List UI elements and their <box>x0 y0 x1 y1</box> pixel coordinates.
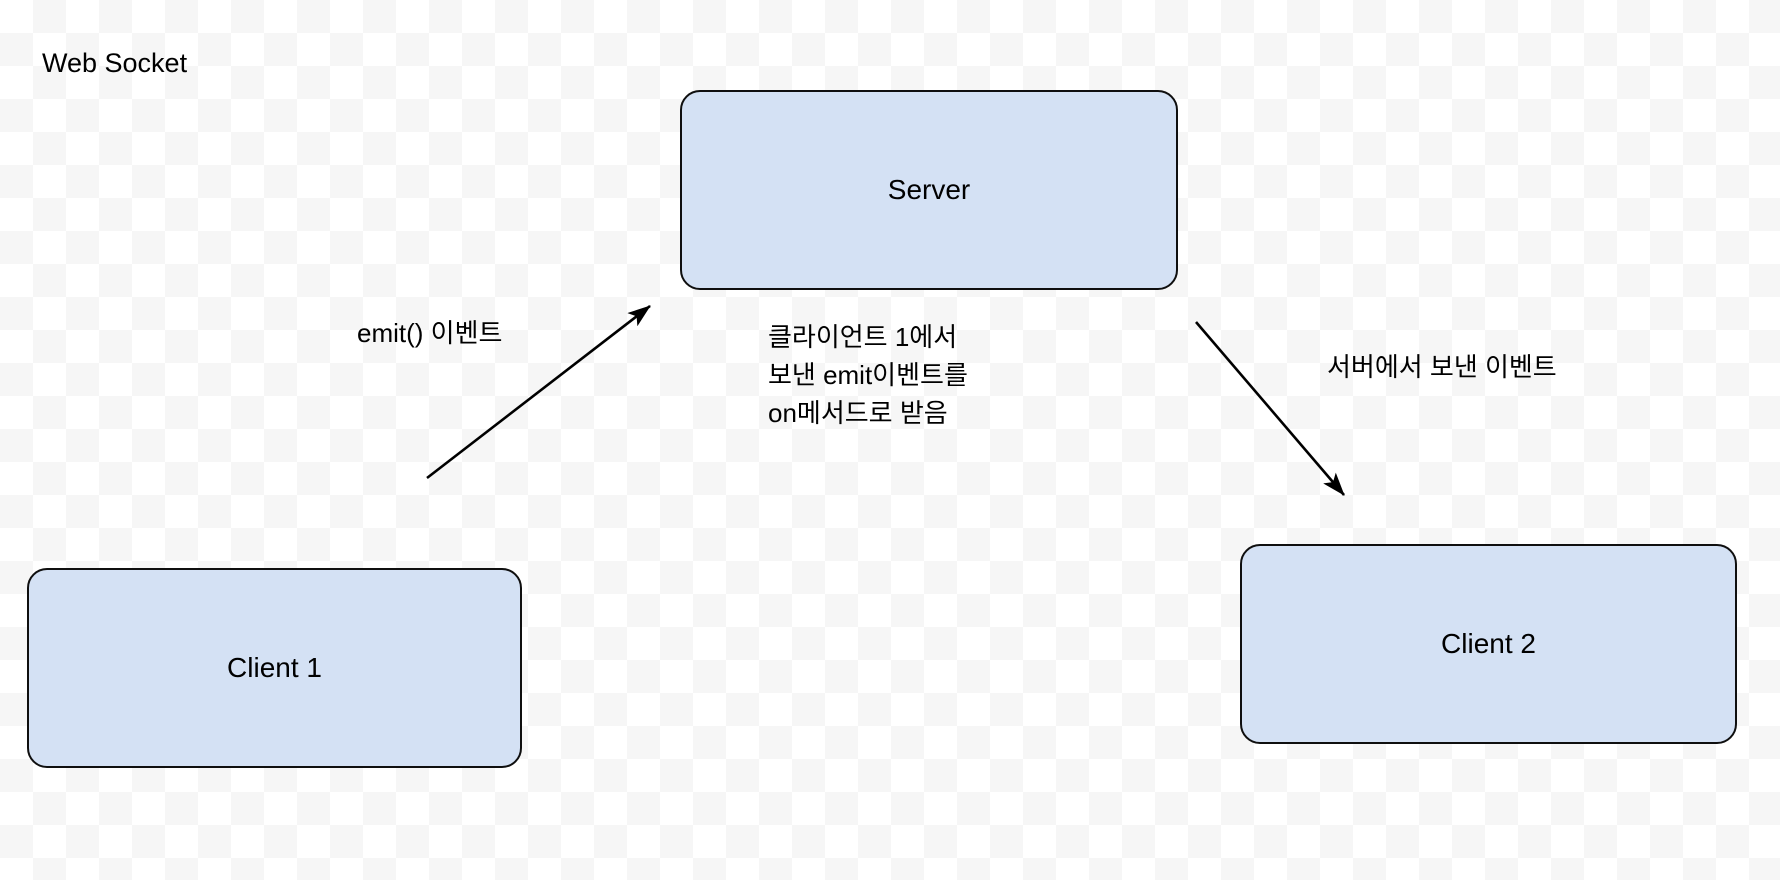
node-server[interactable]: Server <box>680 90 1178 290</box>
node-client1[interactable]: Client 1 <box>27 568 522 768</box>
server-note: 클라이언트 1에서 보낸 emit이벤트를 on메서드로 받음 <box>768 318 968 432</box>
node-client2[interactable]: Client 2 <box>1240 544 1737 744</box>
server-note-line-2: 보낸 emit이벤트를 <box>768 360 968 390</box>
node-client1-label: Client 1 <box>227 652 322 683</box>
edge-label-emit-event: emit() 이벤트 <box>357 318 503 348</box>
server-note-line-1: 클라이언트 1에서 <box>768 322 958 352</box>
node-server-label: Server <box>887 174 971 205</box>
edge-server-to-client2 <box>1195 321 1345 496</box>
edge-label-server-event: 서버에서 보낸 이벤트 <box>1327 352 1557 382</box>
node-client2-label: Client 2 <box>1441 628 1536 659</box>
page-title: Web Socket <box>42 48 188 78</box>
server-note-line-3: on메서드로 받음 <box>768 398 948 428</box>
